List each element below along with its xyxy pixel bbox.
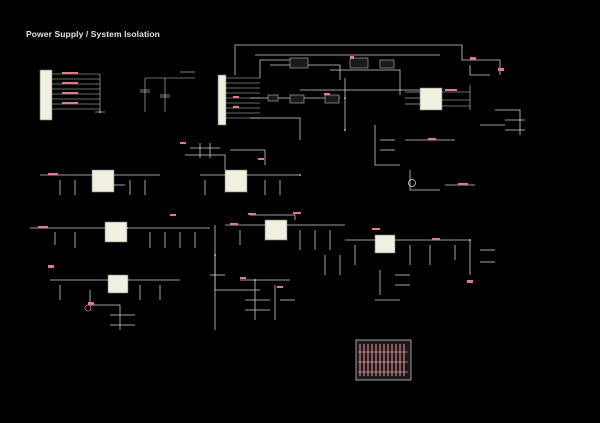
- ic-top-right: [405, 85, 471, 111]
- top-right-corner: [462, 59, 525, 135]
- regulator-3: [30, 214, 210, 248]
- midtop-parts: [190, 143, 220, 158]
- connector-left: [39, 69, 105, 121]
- regulator-2: [180, 142, 300, 195]
- regulator-1: [40, 169, 160, 195]
- regulator-5: [324, 228, 495, 283]
- sheet-title: Power Supply / System Isolation: [26, 29, 160, 39]
- resistor-bank: [355, 339, 412, 381]
- top-parts: [267, 56, 395, 104]
- center-lower: [210, 255, 295, 330]
- junction-dots: [99, 97, 471, 281]
- regulator-4: [214, 212, 345, 291]
- regulator-6: [48, 265, 180, 330]
- header-top-center: [217, 74, 260, 126]
- right-lower: [375, 270, 410, 301]
- caps-top-left: [140, 71, 195, 112]
- right-middle: [374, 125, 475, 191]
